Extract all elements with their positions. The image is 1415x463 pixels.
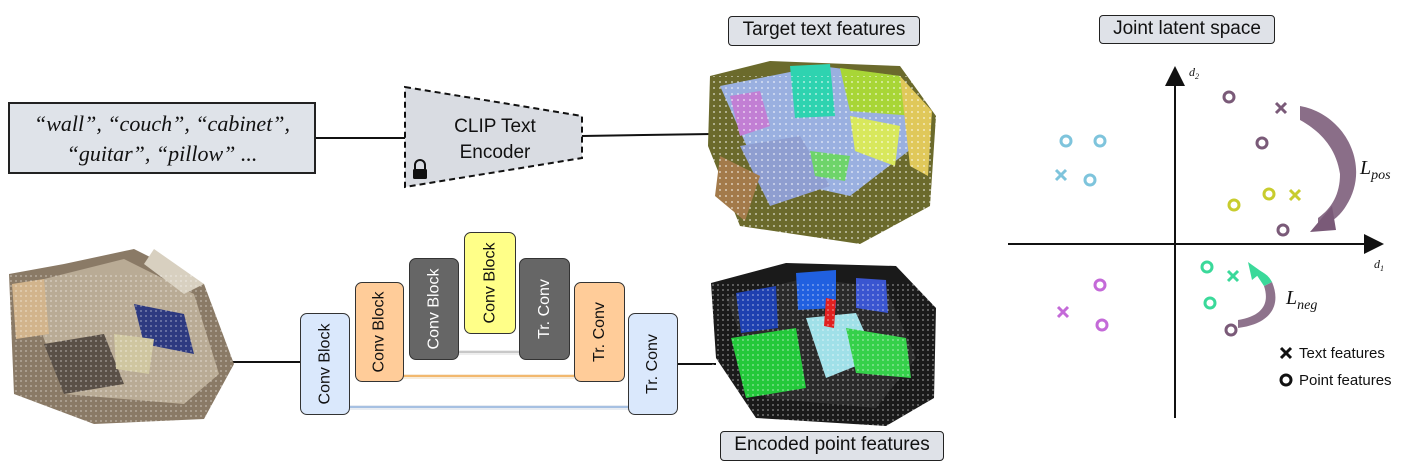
green-point-marker — [1203, 296, 1217, 310]
unet-block-1-label: Conv Block — [316, 323, 334, 405]
legend-point-features: Point features — [1299, 372, 1392, 389]
unet-block-2-label: Conv Block — [370, 291, 388, 373]
unet-block-2: Conv Block — [355, 282, 404, 382]
target-point-cloud-image — [708, 61, 936, 244]
unet-block-7-label: Tr. Conv — [644, 334, 661, 394]
olive-text-marker — [1288, 188, 1302, 202]
encoder-label: CLIP Text Encoder — [425, 114, 565, 166]
magenta-point-marker — [1093, 278, 1107, 292]
magenta-text-marker — [1056, 305, 1070, 319]
green-cluster — [1200, 260, 1240, 310]
neg-loss-label: Lneg — [1285, 287, 1317, 313]
purple-point-marker — [1222, 90, 1236, 104]
unet-block-3: Conv Block — [409, 258, 459, 360]
purple-point-marker-lower — [1224, 323, 1238, 337]
olive-point-marker — [1262, 187, 1276, 201]
text-prompt-line-1: “wall”, “couch”, “cabinet”, — [33, 111, 291, 136]
cyan-cluster — [1054, 134, 1107, 187]
unet-block-5-label: Tr. Conv — [535, 279, 553, 339]
green-text-marker — [1226, 269, 1240, 283]
input-scene-point-cloud-image — [9, 249, 234, 424]
unet-block-5: Tr. Conv — [519, 258, 570, 360]
joint-latent-space-title: Joint latent space — [1099, 15, 1275, 44]
green-point-marker — [1200, 260, 1214, 274]
magenta-point-marker — [1095, 318, 1109, 332]
unet-block-6-label: Tr. Conv — [590, 302, 608, 362]
legend-text-marker — [1279, 346, 1293, 360]
unet-block-4: Conv Block — [464, 232, 516, 334]
cyan-text-marker — [1054, 168, 1068, 182]
encoded-point-cloud-image — [711, 263, 936, 426]
purple-cluster — [1222, 90, 1290, 237]
pos-loss-arrow — [1300, 106, 1357, 232]
purple-point-marker — [1276, 223, 1290, 237]
lock-icon — [413, 159, 427, 179]
latent-space-plot: d2 d1 Lpos Lneg — [1008, 65, 1391, 418]
olive-cluster — [1227, 187, 1302, 212]
text-prompt-line-2: “guitar”, “pillow” ... — [66, 141, 258, 166]
encoder-label-line-2: Encoder — [459, 142, 531, 163]
cyan-point-marker — [1059, 134, 1073, 148]
olive-point-marker — [1227, 198, 1241, 212]
legend-point-marker — [1279, 373, 1293, 387]
cyan-point-marker — [1093, 134, 1107, 148]
purple-point-marker — [1255, 136, 1269, 150]
text-prompt-box: “wall”, “couch”, “cabinet”, “guitar”, “p… — [8, 102, 316, 174]
cyan-point-marker — [1083, 173, 1097, 187]
unet-block-4-label: Conv Block — [481, 242, 499, 324]
purple-text-marker — [1274, 101, 1288, 115]
y-axis-label: d2 — [1189, 65, 1199, 81]
neg-loss-arrow — [1238, 262, 1276, 328]
x-axis-label: d1 — [1374, 257, 1384, 273]
magenta-cluster — [1056, 278, 1109, 332]
pos-loss-label: Lpos — [1359, 157, 1391, 183]
unet-block-1: Conv Block — [300, 313, 350, 415]
encoder-to-target-line — [581, 133, 713, 137]
legend-text-features: Text features — [1299, 345, 1385, 362]
unet-block-7: Tr. Conv — [628, 313, 678, 415]
unet-block-3-label: Conv Block — [425, 268, 443, 350]
encoder-label-line-1: CLIP Text — [454, 116, 536, 137]
target-text-features-label: Target text features — [728, 16, 920, 46]
encoded-point-features-label: Encoded point features — [720, 431, 944, 461]
unet-block-6: Tr. Conv — [574, 282, 625, 382]
clip-text-encoder — [404, 85, 583, 189]
